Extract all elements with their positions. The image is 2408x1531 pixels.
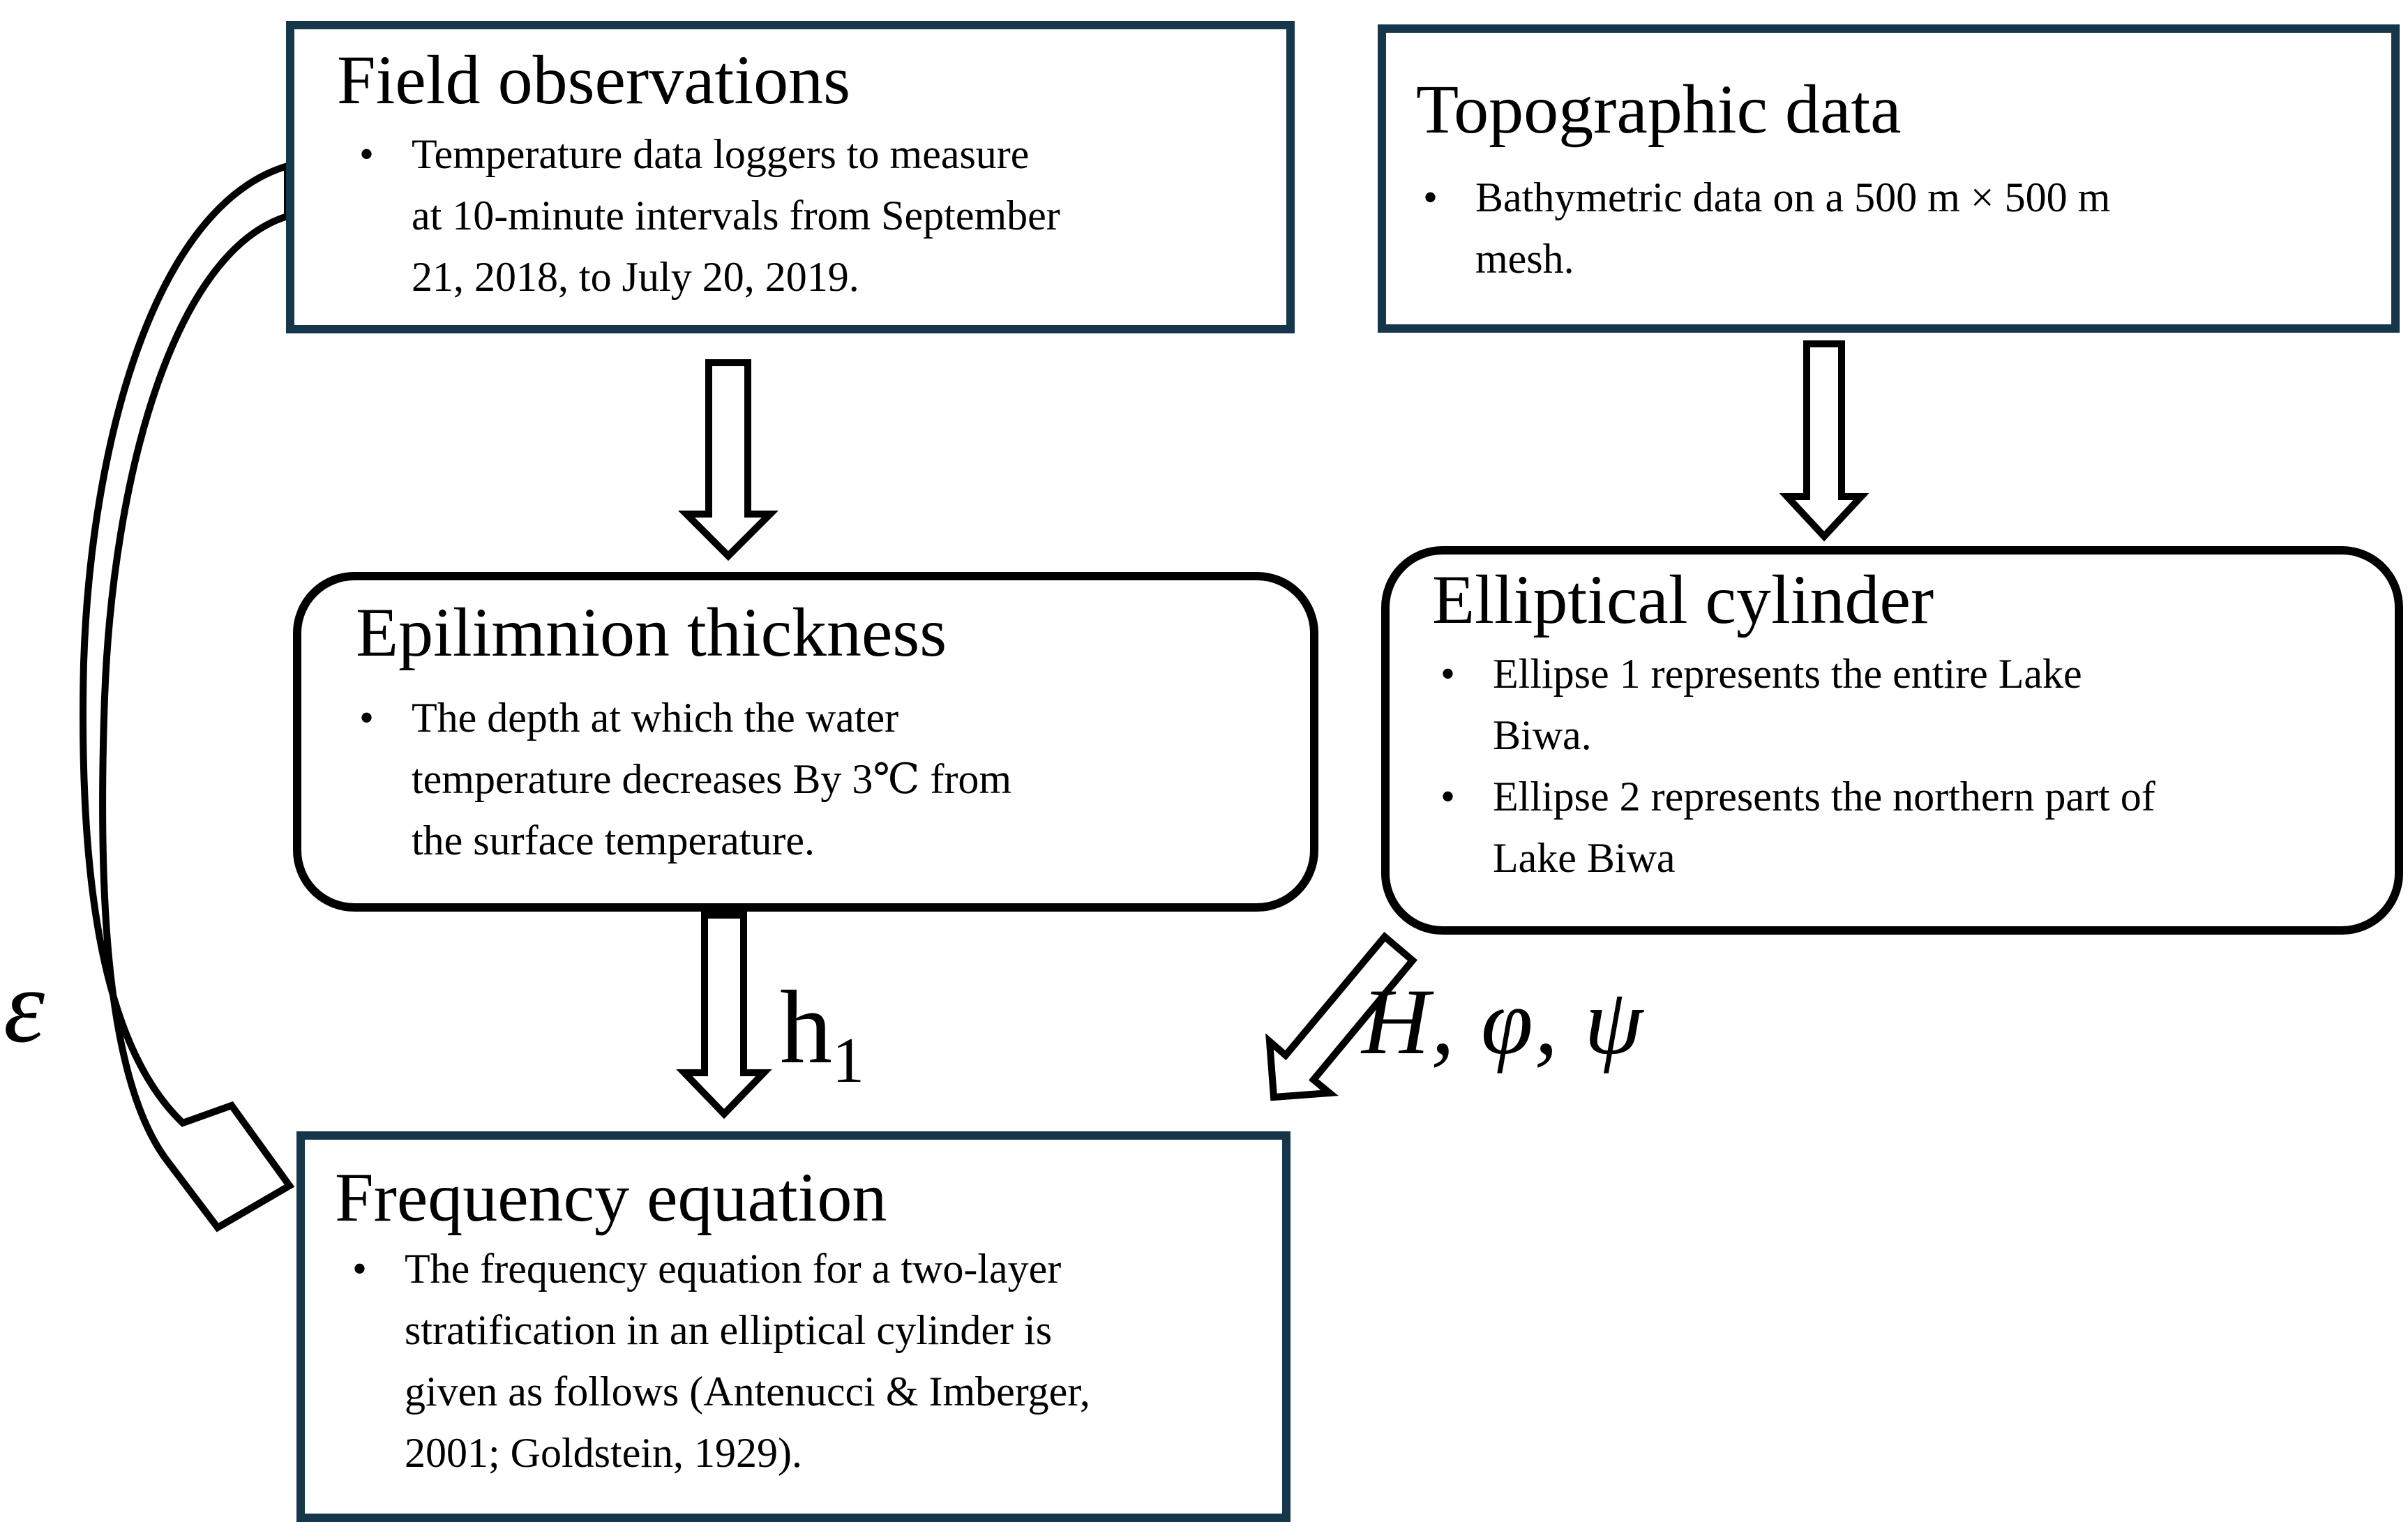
epilimnion-thickness-title: Epilimnion thickness: [356, 594, 947, 671]
diagonal-arrow-elliptical-to-frequency: [1265, 931, 1418, 1101]
topographic-data-title: Topographic data: [1416, 70, 1902, 148]
label-h1: h1: [780, 975, 864, 1092]
label-h1-base: h: [780, 970, 832, 1085]
bullet-marker: •: [352, 1246, 368, 1292]
bullet-marker: •: [359, 695, 375, 741]
box-frequency-equation: Frequency equation • The frequency equat…: [296, 1131, 1290, 1522]
bullet-text: Temperature data loggers to measure at 1…: [412, 131, 1060, 300]
bullet-text: Ellipse 2 represents the northern part o…: [1493, 774, 2155, 881]
bullet-text: The depth at which the water temperature…: [412, 695, 1012, 863]
label-h1-subscript: 1: [832, 1025, 864, 1096]
box-field-observations: Field observations • Temperature data lo…: [286, 21, 1295, 333]
bullet-marker: •: [1440, 651, 1456, 697]
bullet-marker: •: [1423, 174, 1438, 220]
bullet-marker: •: [359, 131, 375, 177]
box-topographic-data: Topographic data • Bathymetric data on a…: [1378, 24, 2400, 333]
bullet-marker: •: [1440, 774, 1456, 820]
down-arrow-epilimnion-to-frequency: [676, 912, 772, 1119]
field-observations-bullet: • Temperature data loggers to measure at…: [359, 123, 1265, 308]
frequency-equation-title: Frequency equation: [335, 1159, 887, 1236]
bullet-text: Ellipse 1 represents the entire Lake Biw…: [1493, 651, 2082, 758]
bullet-text: The frequency equation for a two-layer s…: [405, 1246, 1090, 1476]
frequency-equation-bullet: • The frequency equation for a two-layer…: [352, 1238, 1261, 1484]
topographic-data-bullet: • Bathymetric data on a 500 m × 500 m me…: [1423, 167, 2370, 289]
label-H-phi-psi: H, φ, ψ: [1362, 970, 1645, 1074]
label-epsilon: ε: [3, 949, 45, 1064]
elliptical-cylinder-title: Elliptical cylinder: [1432, 561, 1934, 638]
curved-arrow-field-to-frequency: [80, 161, 295, 1232]
box-elliptical-cylinder: Elliptical cylinder • Ellipse 1 represen…: [1381, 546, 2403, 935]
box-epilimnion-thickness: Epilimnion thickness • The depth at whic…: [293, 572, 1318, 912]
elliptical-cylinder-bullet-2: • Ellipse 2 represents the northern part…: [1440, 766, 2374, 889]
elliptical-cylinder-bullet-1: • Ellipse 1 represents the entire Lake B…: [1440, 643, 2374, 766]
bullet-text: Bathymetric data on a 500 m × 500 m mesh…: [1475, 174, 2111, 282]
field-observations-title: Field observations: [337, 41, 851, 119]
down-arrow-topographic-to-elliptical: [1779, 340, 1869, 542]
epilimnion-thickness-bullet: • The depth at which the water temperatu…: [359, 687, 1289, 871]
down-arrow-field-to-epilimnion: [677, 359, 779, 561]
